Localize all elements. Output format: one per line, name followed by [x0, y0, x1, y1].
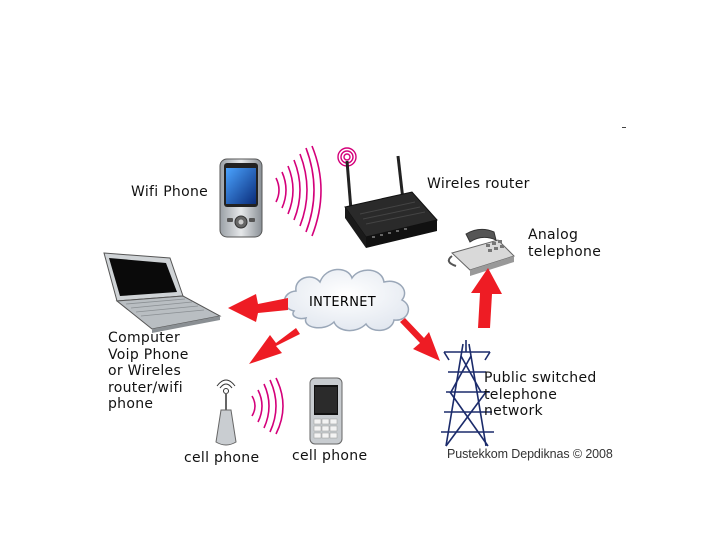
- arrow-internet-to-cell: [249, 328, 300, 364]
- cell-phone-handset-label: cell phone: [292, 448, 368, 464]
- wifi-phone-icon: [219, 158, 263, 238]
- cell-phone-tower-label: cell phone: [184, 450, 260, 466]
- cell-phone-handset-icon: [309, 377, 343, 445]
- analog-telephone-icon: [447, 228, 515, 276]
- arrow-internet-to-computer: [228, 294, 288, 322]
- pstn-tower-icon: [441, 340, 494, 447]
- computer-laptop-icon: [103, 252, 222, 333]
- internet-label: INTERNET: [309, 295, 377, 310]
- analog-telephone-label: Analog telephone: [528, 227, 602, 260]
- internet-cloud-icon: [283, 268, 410, 332]
- cell-signal-icon: [251, 377, 284, 435]
- wireless-router-label: Wireles router: [427, 176, 530, 192]
- credit-text: Pustekkom Depdiknas © 2008: [447, 447, 613, 461]
- arrow-internet-to-pstn: [400, 318, 440, 361]
- wireless-router-icon: [337, 147, 438, 248]
- computer-label: Computer Voip Phone or Wireles router/wi…: [108, 330, 189, 412]
- arrow-pstn-to-analog-phone: [471, 268, 502, 328]
- stray-dash: [622, 127, 626, 128]
- pstn-label: Public switched telephone network: [484, 370, 597, 419]
- cell-antenna-icon: [215, 379, 237, 446]
- wifi-phone-signal-icon: [275, 145, 322, 237]
- wifi-phone-label: Wifi Phone: [131, 184, 209, 200]
